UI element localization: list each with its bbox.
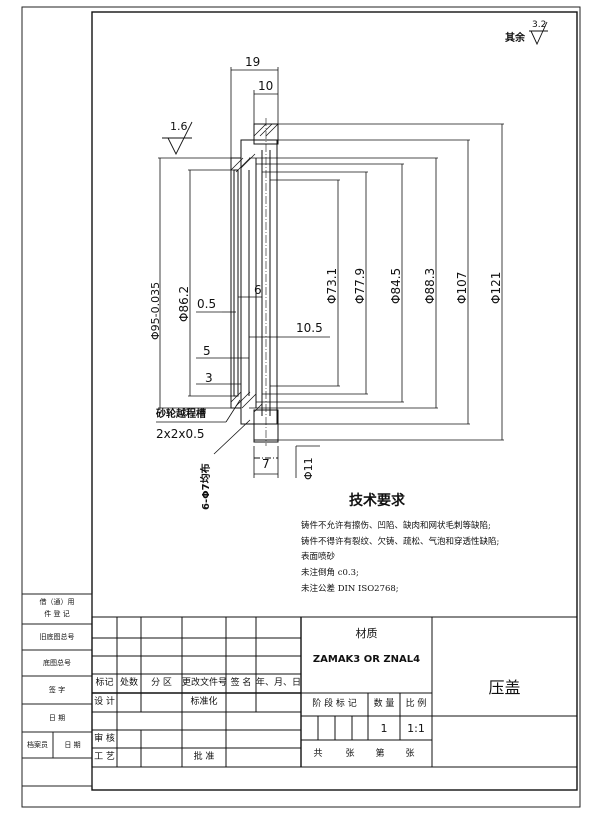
inner-border [91, 11, 578, 791]
dim-19: 19 [245, 55, 261, 69]
strip-label: 日 期 [64, 741, 81, 749]
requirement-line: 铸件不得许有裂纹、欠铸、疏松、气泡和穿透性缺陷; [301, 537, 500, 547]
surface-roughness-note: 其余 [505, 34, 525, 44]
left-strip-table [21, 593, 93, 787]
dim-dia11: Φ11 [302, 457, 315, 480]
outer-border [21, 6, 581, 808]
dim-3: 3 [205, 371, 213, 385]
dim-5: 5 [203, 344, 211, 358]
note-leaders [156, 399, 251, 455]
sheets-footer: 共 [313, 749, 323, 759]
holes-note: 6-Φ7均布 [201, 463, 212, 510]
right-dimension-lines [249, 123, 504, 478]
scale-value: 1:1 [407, 722, 425, 735]
dim-dia121: Φ121 [489, 271, 503, 304]
dim-dia73-1: Φ73.1 [325, 267, 339, 304]
scale-header: 比 例 [405, 699, 427, 709]
roughness-symbol-left [162, 121, 193, 156]
groove-note-size: 2x2x0.5 [156, 427, 205, 441]
rev-header: 处数 [119, 678, 138, 688]
surface-note-label: 其余 [505, 33, 525, 44]
strip-label: 档案员 [27, 741, 48, 749]
requirements-title: 技术要求 [349, 493, 405, 509]
dim-10: 10 [258, 79, 274, 93]
roughness-symbol-corner [529, 21, 548, 46]
dim-dia88-3: Φ88.3 [423, 267, 437, 304]
surface-note-value: 3.2 [532, 20, 547, 30]
dim-dia86-2: Φ86.2 [177, 285, 191, 322]
strip-label: 借（通）用 [39, 598, 75, 606]
material-value: ZAMAK3 OR ZNAL4 [312, 654, 421, 665]
sheets-footer: 张 [345, 749, 355, 759]
requirement-line: 未注倒角 c0.3; [301, 568, 359, 578]
rev-header: 更改文件号 [182, 678, 228, 688]
title-block-grid [91, 616, 578, 768]
requirement-line: 铸件不允许有擦伤、凹陷、缺肉和网状毛刺等缺陷; [301, 521, 491, 531]
groove-note-title: 砂轮越程槽 [156, 409, 206, 420]
material-label: 材质 [355, 627, 378, 640]
top-dimension-lines [230, 67, 279, 158]
dim-0-5: 0.5 [197, 297, 217, 311]
dim-dia84-5: Φ84.5 [389, 267, 403, 304]
strip-label: 底图总号 [43, 659, 71, 667]
requirement-line: 表面喷砂 [301, 552, 336, 562]
part-section-view [230, 118, 279, 459]
rev-header: 标记 [95, 678, 114, 688]
rev-header: 分 区 [151, 678, 172, 688]
part-name: 压盖 [488, 678, 521, 697]
sheets-footer: 张 [405, 749, 415, 759]
dim-10-5: 10.5 [296, 321, 323, 335]
dim-dia95: Φ95-0.035 [149, 281, 162, 340]
approve-label: 批 准 [193, 752, 215, 762]
dim-7: 7 [262, 457, 270, 471]
strip-label: 签 字 [48, 686, 66, 694]
dim-dia77-9: Φ77.9 [353, 267, 367, 304]
quantity-header: 数 量 [373, 699, 395, 709]
strip-label: 旧底图总号 [39, 633, 75, 641]
process-label: 工 艺 [94, 752, 115, 762]
roughness-left-value: 1.6 [170, 120, 188, 133]
standardize-label: 标准化 [190, 697, 218, 707]
review-label: 审 核 [94, 734, 115, 744]
sheets-footer: 第 [375, 749, 385, 759]
strip-label: 件 登 记 [44, 610, 70, 618]
left-dimension-lines [158, 157, 330, 409]
quantity-value: 1 [380, 722, 388, 735]
rev-header: 年、月、日 [256, 678, 302, 688]
design-label: 设 计 [94, 697, 115, 707]
dim-dia107: Φ107 [455, 271, 469, 304]
stage-header: 阶 段 标 记 [312, 699, 357, 709]
rev-header: 签 名 [230, 678, 252, 688]
dim-6: 6 [254, 283, 262, 297]
requirement-line: 未注公差 DIN ISO2768; [301, 584, 399, 594]
strip-label: 日 期 [48, 714, 66, 722]
